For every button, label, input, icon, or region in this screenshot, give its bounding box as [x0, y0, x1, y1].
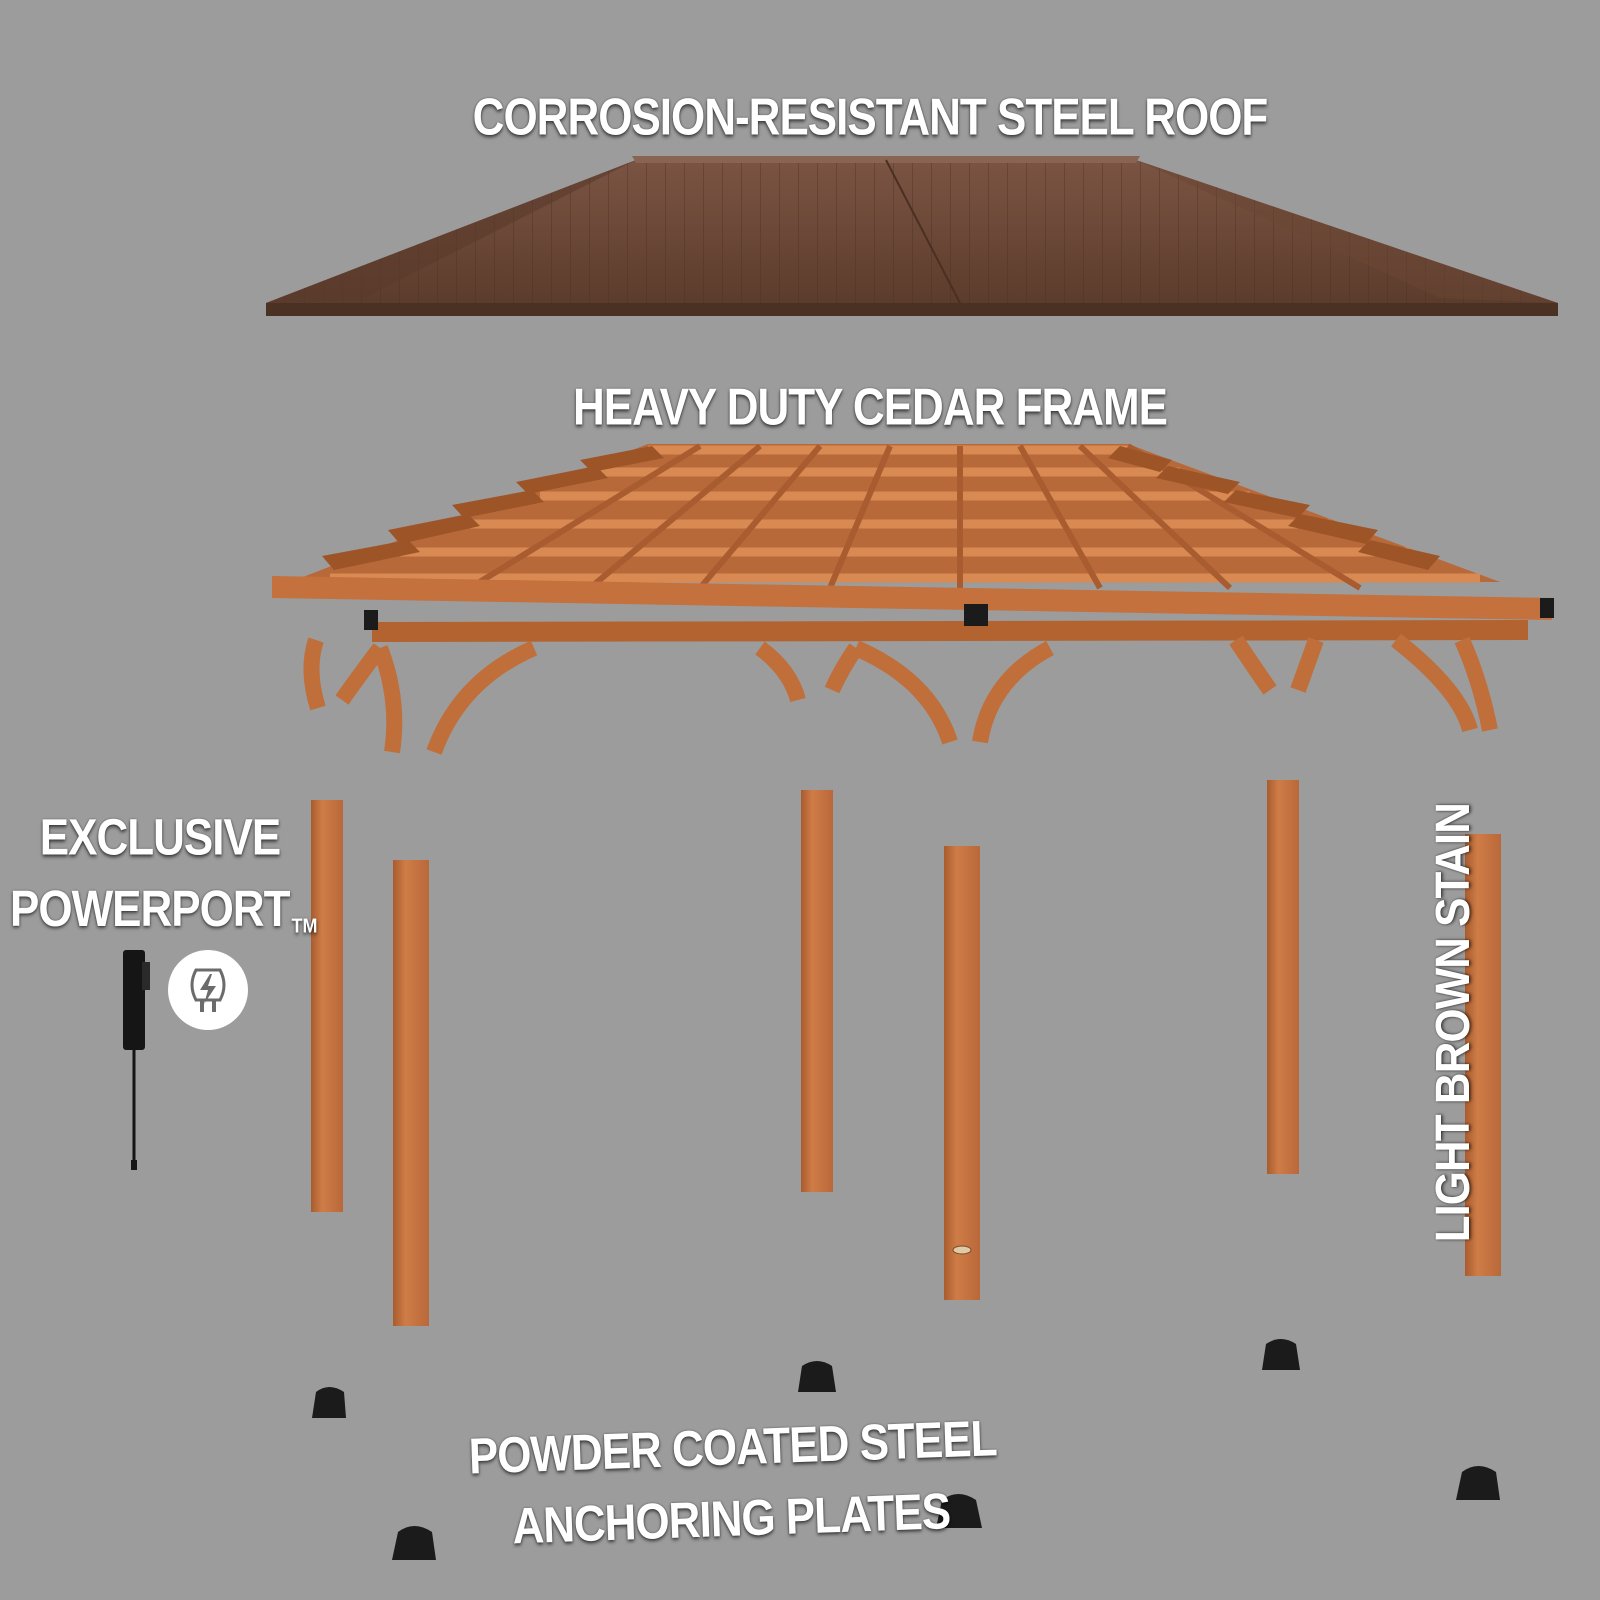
stain-label: LIGHT BROWN STAIN	[1426, 803, 1480, 1243]
frame-corner-bracket-center	[964, 604, 988, 626]
roof-ridge-cap	[632, 156, 1140, 163]
powerport-label-line1: EXCLUSIVE	[39, 809, 281, 867]
post-3	[801, 790, 833, 1192]
frame-hip-steps	[322, 446, 1440, 570]
powerport-outlet-icon	[123, 950, 150, 1170]
roof-left-hip	[266, 160, 636, 303]
post-brand-badge	[952, 1245, 972, 1255]
frame-arched-braces	[303, 633, 1498, 755]
anchor-plate-4	[936, 1494, 982, 1528]
anchor-plate-1	[312, 1387, 346, 1418]
roof-fascia	[266, 303, 1558, 316]
roof-right-hip	[1136, 160, 1558, 303]
anchoring-plates-label: POWDER COATED STEEL ANCHORING PLATES	[468, 1404, 997, 1564]
powerport-name: POWERPORT	[10, 880, 290, 937]
anchoring-plates	[312, 1339, 1500, 1560]
post-1	[311, 800, 343, 1212]
frame-front-beam	[272, 576, 1552, 620]
cedar-posts	[311, 780, 1501, 1326]
post-4	[944, 846, 980, 1300]
trademark-mark: TM	[291, 913, 318, 937]
anchor-plate-2	[798, 1361, 836, 1392]
anchor-plate-3	[1262, 1339, 1300, 1370]
anchor-plate-5	[392, 1526, 436, 1560]
power-plug-icon	[168, 950, 248, 1030]
steel-roof	[266, 156, 1558, 316]
post-5	[1267, 780, 1299, 1174]
roof-center-seam	[885, 159, 961, 304]
roof-label: CORROSION-RESISTANT STEEL ROOF	[472, 88, 1269, 147]
post-6	[1465, 834, 1501, 1276]
frame-corner-bracket-right	[1540, 598, 1554, 618]
frame-corner-bracket-left	[364, 610, 378, 630]
frame-lower-beam	[372, 620, 1528, 642]
post-2	[393, 860, 429, 1326]
frame-label: HEAVY DUTY CEDAR FRAME	[572, 378, 1168, 437]
cedar-frame	[272, 443, 1554, 755]
anchor-plate-6	[1456, 1466, 1500, 1500]
